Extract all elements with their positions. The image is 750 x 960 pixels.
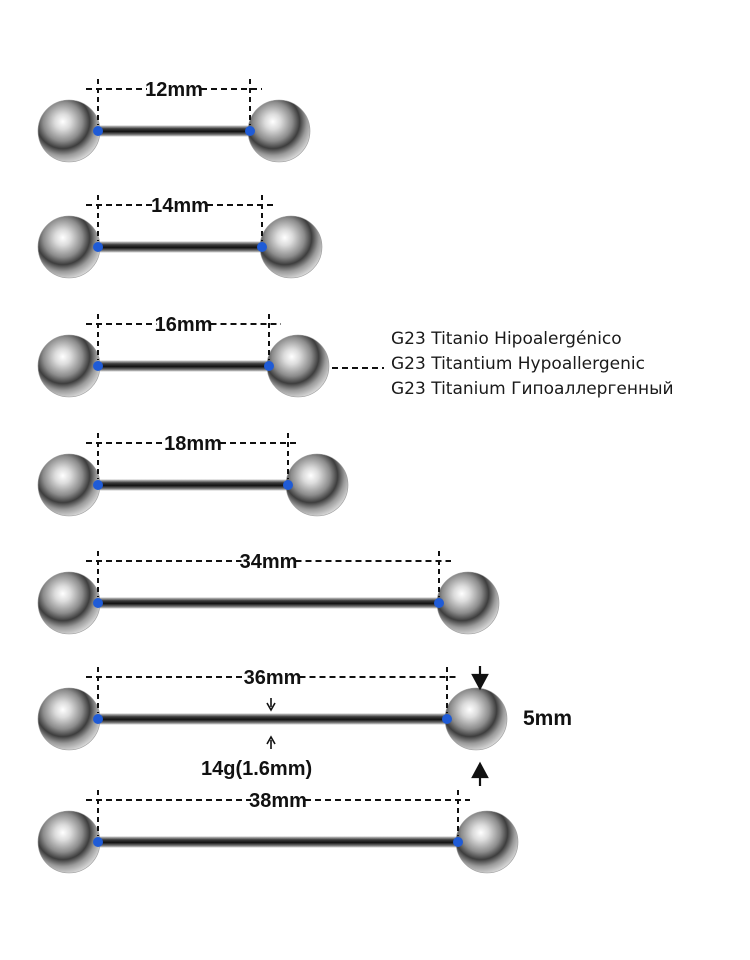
material-line-english: G23 Titantium Hypoallergenic	[391, 354, 645, 374]
barbell-18mm: 18mm	[37, 433, 349, 517]
barbell-bar	[98, 241, 262, 253]
ball-size-label: 5mm	[523, 707, 572, 730]
barbell-left-marker-dot	[93, 598, 103, 608]
barbell-bar	[98, 836, 458, 848]
length-label: 34mm	[240, 551, 298, 573]
barbell-left-ball	[37, 453, 101, 517]
barbell-left-marker-dot	[93, 837, 103, 847]
barbell-right-ball	[247, 99, 311, 163]
barbell-right-ball	[266, 334, 330, 398]
barbell-right-ball	[259, 215, 323, 279]
length-label: 18mm	[164, 433, 222, 455]
barbell-12mm: 12mm	[37, 79, 311, 163]
material-line-russian: G23 Titanium Гипоаллергенный	[391, 379, 674, 399]
barbell-left-ball	[37, 687, 101, 751]
gauge-label: 14g(1.6mm)	[201, 758, 312, 780]
barbell-left-marker-dot	[93, 480, 103, 490]
ball-size-annotation: 5mm	[471, 666, 572, 786]
barbell-right-marker-dot	[257, 242, 267, 252]
barbell-14mm: 14mm	[37, 195, 323, 279]
barbell-right-marker-dot	[442, 714, 452, 724]
barbell-left-marker-dot	[93, 714, 103, 724]
barbell-38mm: 38mm	[37, 790, 519, 874]
length-label: 36mm	[244, 667, 302, 689]
barbell-left-ball	[37, 215, 101, 279]
barbell-bar	[98, 125, 250, 137]
barbell-bar	[98, 597, 439, 609]
length-label: 14mm	[151, 195, 209, 217]
length-label: 12mm	[145, 79, 203, 101]
barbell-right-ball	[455, 810, 519, 874]
barbell-left-ball	[37, 334, 101, 398]
barbell-left-marker-dot	[93, 126, 103, 136]
ball-bottom-arrow-icon	[471, 761, 489, 786]
barbell-bar	[98, 713, 447, 725]
barbell-left-ball	[37, 99, 101, 163]
gauge-annotation: 14g(1.6mm)	[201, 698, 312, 780]
gauge-top-arrow-icon	[266, 698, 276, 712]
material-callout: G23 Titanio Hipoalergénico G23 Titantium…	[332, 329, 674, 399]
barbell-right-marker-dot	[434, 598, 444, 608]
barbell-left-marker-dot	[93, 361, 103, 371]
material-line-spanish: G23 Titanio Hipoalergénico	[391, 329, 622, 349]
barbell-36mm: 36mm	[37, 667, 508, 751]
barbell-right-marker-dot	[245, 126, 255, 136]
barbell-34mm: 34mm	[37, 551, 500, 635]
length-label: 38mm	[249, 790, 307, 812]
barbell-list: 12mm 14mm 16mm 18mm 34mm 36mm 38mm	[37, 79, 519, 874]
gauge-bottom-arrow-icon	[266, 735, 276, 749]
barbell-right-marker-dot	[283, 480, 293, 490]
barbell-right-marker-dot	[264, 361, 274, 371]
barbell-left-ball	[37, 571, 101, 635]
barbell-16mm: 16mm	[37, 314, 330, 398]
barbell-right-marker-dot	[453, 837, 463, 847]
barbell-right-ball	[436, 571, 500, 635]
barbell-left-ball	[37, 810, 101, 874]
ball-top-arrow-icon	[471, 666, 489, 691]
length-label: 16mm	[155, 314, 213, 336]
barbell-right-ball	[285, 453, 349, 517]
barbell-left-marker-dot	[93, 242, 103, 252]
barbell-bar	[98, 479, 288, 491]
barbell-right-ball	[444, 687, 508, 751]
barbell-bar	[98, 360, 269, 372]
